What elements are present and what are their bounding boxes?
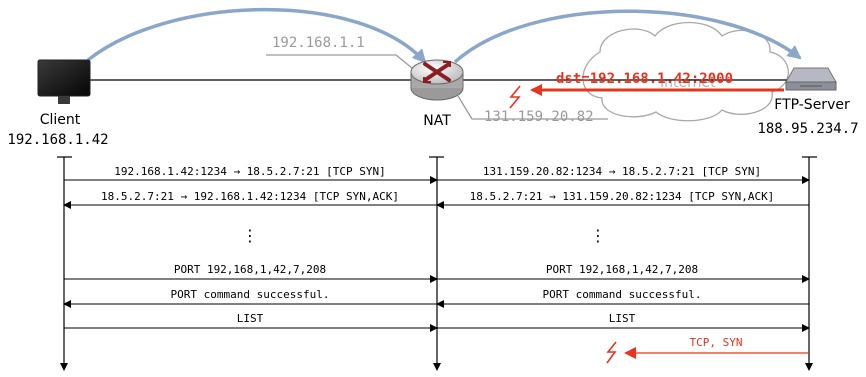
nat-inner-ip-label: 192.168.1.1 [272, 35, 365, 51]
msg-left-ellipsis: ⋮ [242, 226, 258, 245]
internet-cloud: Internet [582, 21, 789, 122]
msg-right-ellipsis: ⋮ [590, 226, 606, 245]
nat-label: NAT [423, 113, 451, 129]
internet-label: Internet [660, 75, 716, 91]
nat-inner-ip: 192.168.1.1 [266, 35, 413, 69]
msg-right-tcp-syn: TCP, SYN [690, 336, 743, 349]
msg-right-1: 131.159.20.82:1234 → 18.5.2.7:21 [TCP SY… [483, 165, 761, 178]
msg-right-4: PORT 192,168,1,42,7,208 [546, 263, 698, 276]
right-messages: 131.159.20.82:1234 → 18.5.2.7:21 [TCP SY… [436, 165, 810, 364]
msg-left-1: 192.168.1.42:1234 → 18.5.2.7:21 [TCP SYN… [114, 165, 386, 178]
server-label: FTP-Server [774, 97, 850, 113]
blocked-icon [509, 85, 521, 109]
arc-client-to-nat [86, 7, 427, 64]
nat-outer-ip: 131.159.20.82 [457, 95, 608, 125]
msg-left-4: PORT 192,168,1,42,7,208 [174, 263, 326, 276]
nat-outer-ip-label: 131.159.20.82 [484, 109, 594, 125]
router-icon [410, 59, 464, 101]
msg-right-6: LIST [609, 312, 636, 325]
server-icon [785, 67, 837, 91]
lifelines [57, 156, 817, 371]
arc-nat-to-server [453, 9, 802, 64]
msg-left-2: 18.5.2.7:21 → 192.168.1.42:1234 [TCP SYN… [101, 190, 399, 203]
msg-right-2: 18.5.2.7:21 → 131.159.20.82:1234 [TCP SY… [470, 190, 775, 203]
attack-label: dst=192.168.1.42:2000 [556, 71, 733, 87]
left-messages: 192.168.1.42:1234 → 18.5.2.7:21 [TCP SYN… [63, 165, 438, 332]
client-ip: 192.168.1.42 [7, 132, 108, 148]
msg-left-6: LIST [237, 312, 264, 325]
msg-right-5: PORT command successful. [543, 288, 702, 301]
server-ip: 188.95.234.7 [757, 121, 858, 137]
blocked-syn-icon [606, 341, 617, 364]
monitor-icon [37, 59, 91, 104]
msg-left-5: PORT command successful. [171, 288, 330, 301]
client-label: Client [40, 112, 81, 128]
